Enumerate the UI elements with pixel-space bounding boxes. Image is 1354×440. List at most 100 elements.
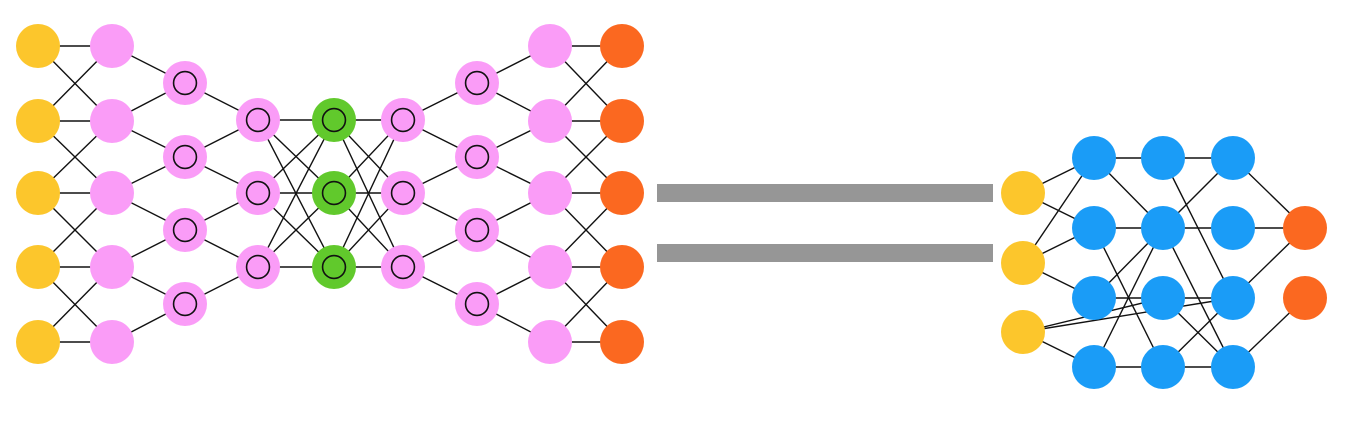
- left-node-hidden-1-0-disc: [90, 24, 134, 68]
- left-node-hidden-6-2-disc: [455, 208, 499, 252]
- left-node-hidden-2-2-ring: [172, 217, 198, 243]
- left-node-output-8-2-disc: [600, 171, 644, 215]
- left-node-output-8-2: [600, 171, 644, 215]
- left-node-input-0-0-disc: [16, 24, 60, 68]
- right-edge: [1162, 157, 1234, 299]
- left-node-hidden-7-1: [528, 99, 572, 143]
- right-network-edges: [1022, 157, 1306, 368]
- left-node-hidden-5-1: [381, 171, 425, 215]
- left-node-bottleneck-4-1-ring: [321, 180, 347, 206]
- left-node-input-0-0: [16, 24, 60, 68]
- left-node-bottleneck-4-0: [312, 98, 356, 142]
- left-node-hidden-3-1-ring: [245, 180, 271, 206]
- right-node-input-0-0-disc: [1001, 171, 1045, 215]
- right-node-neuron-3-1-disc: [1211, 206, 1255, 250]
- left-node-bottleneck-4-1: [312, 171, 356, 215]
- left-node-hidden-7-2-disc: [528, 171, 572, 215]
- left-node-input-0-2: [16, 171, 60, 215]
- right-node-input-0-0: [1001, 171, 1045, 215]
- left-node-hidden-5-2: [381, 245, 425, 289]
- left-node-bottleneck-4-2: [312, 245, 356, 289]
- right-node-neuron-1-2-disc: [1072, 276, 1116, 320]
- right-node-neuron-1-0-disc: [1072, 136, 1116, 180]
- left-node-hidden-2-0: [163, 61, 207, 105]
- left-node-hidden-6-1: [455, 135, 499, 179]
- left-node-output-8-4-disc: [600, 320, 644, 364]
- left-node-hidden-6-3-ring: [464, 291, 490, 317]
- right-node-neuron-3-2-disc: [1211, 276, 1255, 320]
- right-node-neuron-1-1-disc: [1072, 206, 1116, 250]
- right-node-output-4-0: [1283, 206, 1327, 250]
- left-node-hidden-7-4: [528, 320, 572, 364]
- left-node-hidden-3-2-disc: [236, 245, 280, 289]
- left-node-hidden-6-2-ring: [464, 217, 490, 243]
- right-node-input-0-2: [1001, 310, 1045, 354]
- right-node-neuron-1-3-disc: [1072, 345, 1116, 389]
- left-node-input-0-1: [16, 99, 60, 143]
- left-node-input-0-4-disc: [16, 320, 60, 364]
- left-node-hidden-7-2: [528, 171, 572, 215]
- right-node-neuron-2-0-disc: [1141, 136, 1185, 180]
- left-node-output-8-1-disc: [600, 99, 644, 143]
- equals-bar-1: [657, 184, 993, 202]
- left-node-output-8-0: [600, 24, 644, 68]
- left-node-hidden-6-3: [455, 282, 499, 326]
- left-node-hidden-1-1-disc: [90, 99, 134, 143]
- left-node-hidden-2-3: [163, 282, 207, 326]
- left-node-input-0-3: [16, 245, 60, 289]
- left-node-hidden-3-2: [236, 245, 280, 289]
- left-node-hidden-2-0-ring: [172, 70, 198, 96]
- left-node-output-8-3: [600, 245, 644, 289]
- right-node-neuron-2-1: [1141, 206, 1185, 250]
- left-node-hidden-1-3: [90, 245, 134, 289]
- left-node-hidden-5-2-ring: [390, 254, 416, 280]
- left-edge-4: [333, 119, 404, 268]
- right-node-output-4-1-disc: [1283, 276, 1327, 320]
- left-node-hidden-3-0-disc: [236, 98, 280, 142]
- left-node-hidden-6-0: [455, 61, 499, 105]
- right-node-input-0-1-disc: [1001, 241, 1045, 285]
- right-node-neuron-1-3: [1072, 345, 1116, 389]
- right-node-neuron-1-0: [1072, 136, 1116, 180]
- right-node-input-0-2-disc: [1001, 310, 1045, 354]
- right-node-neuron-3-3-disc: [1211, 345, 1255, 389]
- right-node-neuron-2-3-disc: [1141, 345, 1185, 389]
- left-node-hidden-2-2: [163, 208, 207, 252]
- right-node-output-4-0-disc: [1283, 206, 1327, 250]
- left-node-bottleneck-4-0-ring: [321, 107, 347, 133]
- left-node-hidden-6-1-disc: [455, 135, 499, 179]
- left-node-hidden-6-1-ring: [464, 144, 490, 170]
- left-node-hidden-1-4-disc: [90, 320, 134, 364]
- left-node-hidden-5-1-disc: [381, 171, 425, 215]
- left-node-hidden-7-4-disc: [528, 320, 572, 364]
- left-node-hidden-7-0-disc: [528, 24, 572, 68]
- left-node-hidden-7-0: [528, 24, 572, 68]
- left-node-bottleneck-4-0-disc: [312, 98, 356, 142]
- left-node-hidden-3-2-ring: [245, 254, 271, 280]
- right-node-neuron-2-3: [1141, 345, 1185, 389]
- left-node-bottleneck-4-1-disc: [312, 171, 356, 215]
- left-node-bottleneck-4-2-disc: [312, 245, 356, 289]
- left-node-hidden-2-2-disc: [163, 208, 207, 252]
- equals-sign: [657, 184, 993, 262]
- left-node-hidden-2-3-disc: [163, 282, 207, 326]
- right-node-neuron-3-2: [1211, 276, 1255, 320]
- right-node-neuron-2-0: [1141, 136, 1185, 180]
- right-node-neuron-3-3: [1211, 345, 1255, 389]
- right-edge: [1093, 227, 1164, 368]
- left-node-output-8-3-disc: [600, 245, 644, 289]
- left-node-hidden-2-1-ring: [172, 144, 198, 170]
- left-node-hidden-5-2-disc: [381, 245, 425, 289]
- left-node-hidden-7-3: [528, 245, 572, 289]
- left-node-hidden-6-3-disc: [455, 282, 499, 326]
- right-node-neuron-3-0: [1211, 136, 1255, 180]
- left-node-hidden-5-1-ring: [390, 180, 416, 206]
- left-network-nodes: [16, 24, 644, 364]
- equals-bar-2: [657, 244, 993, 262]
- left-node-hidden-2-1: [163, 135, 207, 179]
- left-node-input-0-2-disc: [16, 171, 60, 215]
- left-node-hidden-5-0-ring: [390, 107, 416, 133]
- right-edge: [1162, 227, 1234, 368]
- right-node-neuron-2-1-disc: [1141, 206, 1185, 250]
